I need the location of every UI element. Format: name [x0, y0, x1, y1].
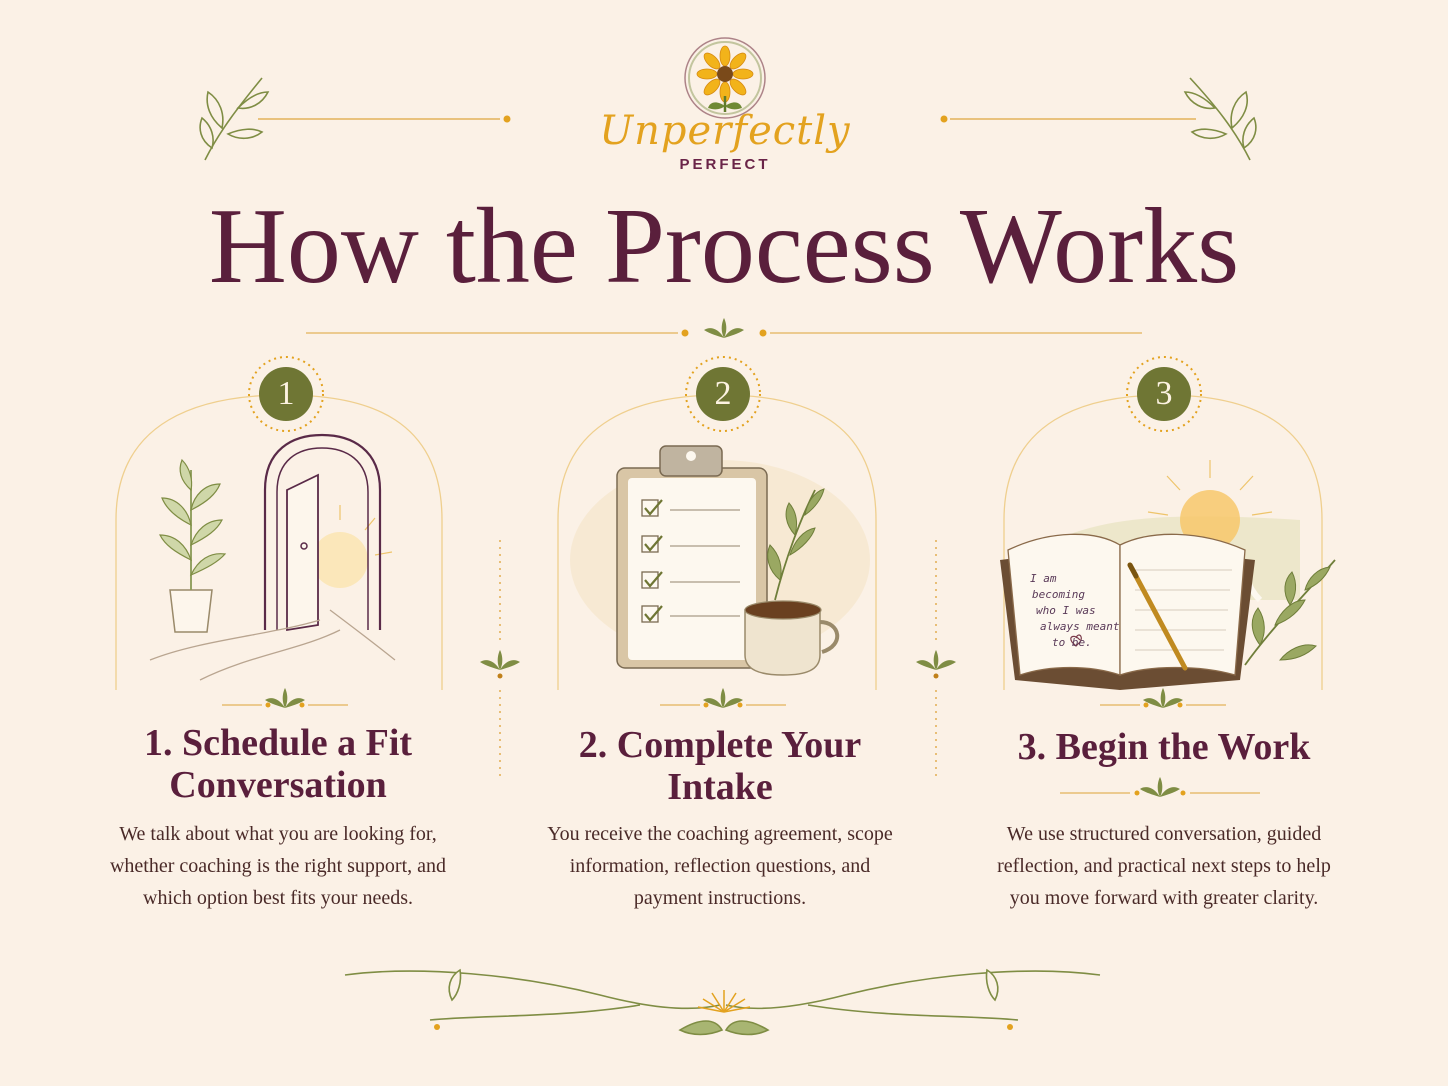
journal-illustration-icon [1000, 460, 1336, 690]
top-divider-left [258, 115, 511, 123]
step-3-title: 3. Begin the Work [964, 726, 1364, 768]
step-2-title-line1: 2. Complete Your [578, 724, 862, 766]
brand-subname: PERFECT [679, 156, 771, 173]
step-3-badge: 3 [1137, 367, 1191, 421]
step-3-description: We use structured conversation, guided r… [997, 823, 1331, 909]
brand-name: Unperfectly [599, 108, 851, 154]
clipboard-checklist-illustration-icon [570, 445, 870, 676]
leaf-branch-left-icon [199, 77, 270, 161]
step-1-badge: 1 [259, 367, 313, 421]
step-1-title-line2: Conversation [169, 764, 387, 806]
sunflower-logo-icon [684, 37, 766, 119]
title-divider [306, 318, 1142, 338]
top-divider-right [940, 115, 1196, 123]
bottom-sunburst-icon [697, 990, 751, 1013]
step-3-title-line1: 3. Begin the Work [1017, 726, 1311, 768]
step-2-title-line2: Intake [667, 766, 773, 808]
svg-text:to be.: to be. [1052, 636, 1092, 649]
step-3-title-sprig [1060, 777, 1260, 797]
svg-text:always meant: always meant [1040, 620, 1120, 633]
step-2-badge: 2 [696, 367, 750, 421]
step-1-sprig [222, 688, 348, 708]
step-2-description: You receive the coaching agreement, scop… [547, 823, 893, 909]
journal-handwriting: I am becoming who I was always meant to … [1030, 572, 1120, 649]
svg-text:I am: I am [1030, 572, 1057, 585]
step-2-title: 2. Complete Your Intake [520, 724, 920, 808]
step-2-sprig [660, 688, 786, 708]
door-plant-illustration-icon [149, 433, 396, 681]
page-title: How the Process Works [208, 187, 1240, 306]
svg-text:who I was: who I was [1036, 604, 1096, 617]
leaf-branch-right-icon [1183, 77, 1257, 161]
separator-2-sprig-icon [916, 650, 956, 679]
step-1-description: We talk about what you are looking for, … [109, 823, 447, 909]
step-1-title: 1. Schedule a Fit Conversation [78, 722, 478, 806]
bottom-ornament-icon [344, 968, 1101, 1036]
step-1-title-line1: 1. Schedule a Fit [143, 722, 413, 764]
step-3-sprig [1100, 688, 1226, 708]
separator-1-sprig-icon [480, 650, 520, 679]
svg-text:becoming: becoming [1032, 588, 1085, 601]
